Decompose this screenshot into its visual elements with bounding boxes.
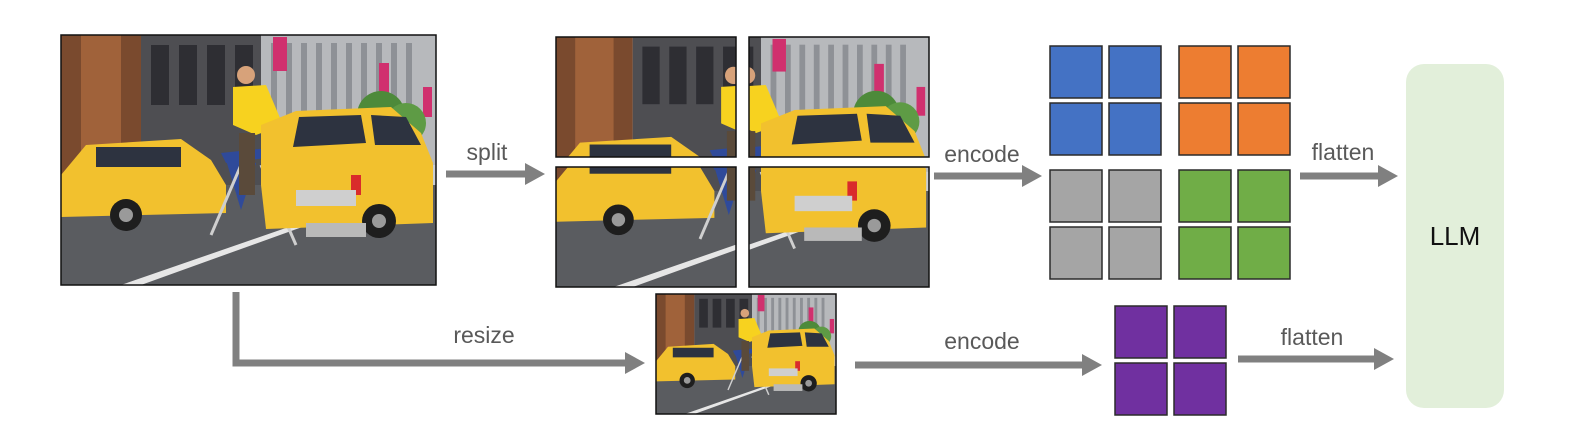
- blue-token: [1049, 102, 1103, 156]
- encode-arrow-top: [934, 165, 1042, 187]
- green-token: [1237, 226, 1291, 280]
- flatten-label-bottom: flatten: [1281, 324, 1344, 350]
- orange-token: [1237, 45, 1291, 99]
- green-token: [1237, 169, 1291, 223]
- gray-token: [1049, 169, 1103, 223]
- split-arrow: [446, 163, 545, 185]
- blue-token: [1049, 45, 1103, 99]
- llm-label: LLM: [1430, 221, 1481, 251]
- blue-token: [1108, 102, 1162, 156]
- gray-token: [1108, 169, 1162, 223]
- orange-token: [1237, 102, 1291, 156]
- encode-label-bottom: encode: [944, 328, 1019, 354]
- gray-token: [1049, 226, 1103, 280]
- purple-token: [1114, 362, 1168, 416]
- original-image: [60, 34, 437, 286]
- flatten-arrow-top: [1300, 165, 1398, 187]
- blue-token: [1108, 45, 1162, 99]
- split-crop-bottom-left: [555, 166, 737, 288]
- green-token: [1178, 226, 1232, 280]
- resize-arrow: [232, 292, 645, 374]
- encode-label-top: encode: [944, 141, 1019, 167]
- encode-arrow-bottom: [855, 354, 1102, 376]
- orange-token: [1178, 102, 1232, 156]
- orange-token: [1178, 45, 1232, 99]
- purple-token: [1173, 305, 1227, 359]
- flatten-arrow-bottom: [1238, 348, 1394, 370]
- purple-token-group: [1114, 305, 1227, 416]
- blue-token-group: [1049, 45, 1162, 156]
- llm-block: [1406, 64, 1504, 408]
- split-crop-top-right: [748, 36, 930, 158]
- resized-image: [655, 293, 837, 415]
- gray-token-group: [1049, 169, 1162, 280]
- split-crop-bottom-right: [748, 166, 930, 288]
- gray-token: [1108, 226, 1162, 280]
- green-token-group: [1178, 169, 1291, 280]
- split-crop-top-left: [555, 36, 737, 158]
- resize-label: resize: [453, 322, 514, 348]
- flatten-label-top: flatten: [1312, 139, 1375, 165]
- purple-token: [1114, 305, 1168, 359]
- split-label: split: [467, 139, 509, 165]
- purple-token: [1173, 362, 1227, 416]
- green-token: [1178, 169, 1232, 223]
- orange-token-group: [1178, 45, 1291, 156]
